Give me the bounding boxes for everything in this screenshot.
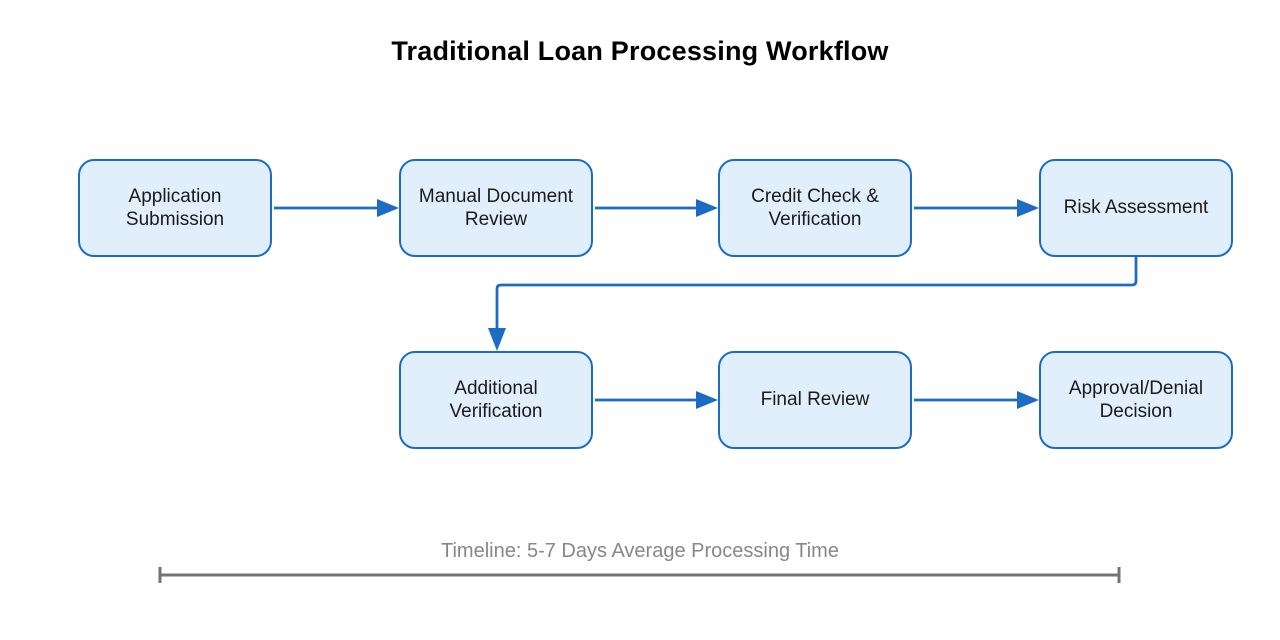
node-label-credit-check-verification: Credit Check & Verification [751,185,879,230]
node-label-risk-assessment: Risk Assessment [1063,197,1209,219]
arrow-final-review-to-approval-decision [914,391,1039,409]
node-credit-check-verification: Credit Check & Verification [718,159,912,257]
node-label-manual-document-review: Manual Document Review [418,185,574,230]
diagram-title: Traditional Loan Processing Workflow [391,36,889,66]
node-label-application-submission: Application Submission [125,185,225,230]
timeline-label: Timeline: 5-7 Days Average Processing Ti… [441,540,839,562]
node-manual-document-review: Manual Document Review [399,159,593,257]
arrow-application-to-manual-review [274,199,399,217]
node-additional-verification: Additional Verification [399,351,593,449]
arrow-additional-verification-to-final-review [595,391,718,409]
arrow-risk-assessment-to-additional-verification [488,257,1138,351]
timeline-axis [158,567,1121,583]
arrow-manual-review-to-credit-check [595,199,718,217]
node-label-final-review: Final Review [760,389,870,411]
node-application-submission: Application Submission [78,159,272,257]
node-label-approval-denial-decision: Approval/Denial Decision [1068,377,1204,422]
node-risk-assessment: Risk Assessment [1039,159,1233,257]
node-approval-denial-decision: Approval/Denial Decision [1039,351,1233,449]
node-label-additional-verification: Additional Verification [449,377,543,422]
arrow-credit-check-to-risk-assessment [914,199,1039,217]
node-final-review: Final Review [718,351,912,449]
